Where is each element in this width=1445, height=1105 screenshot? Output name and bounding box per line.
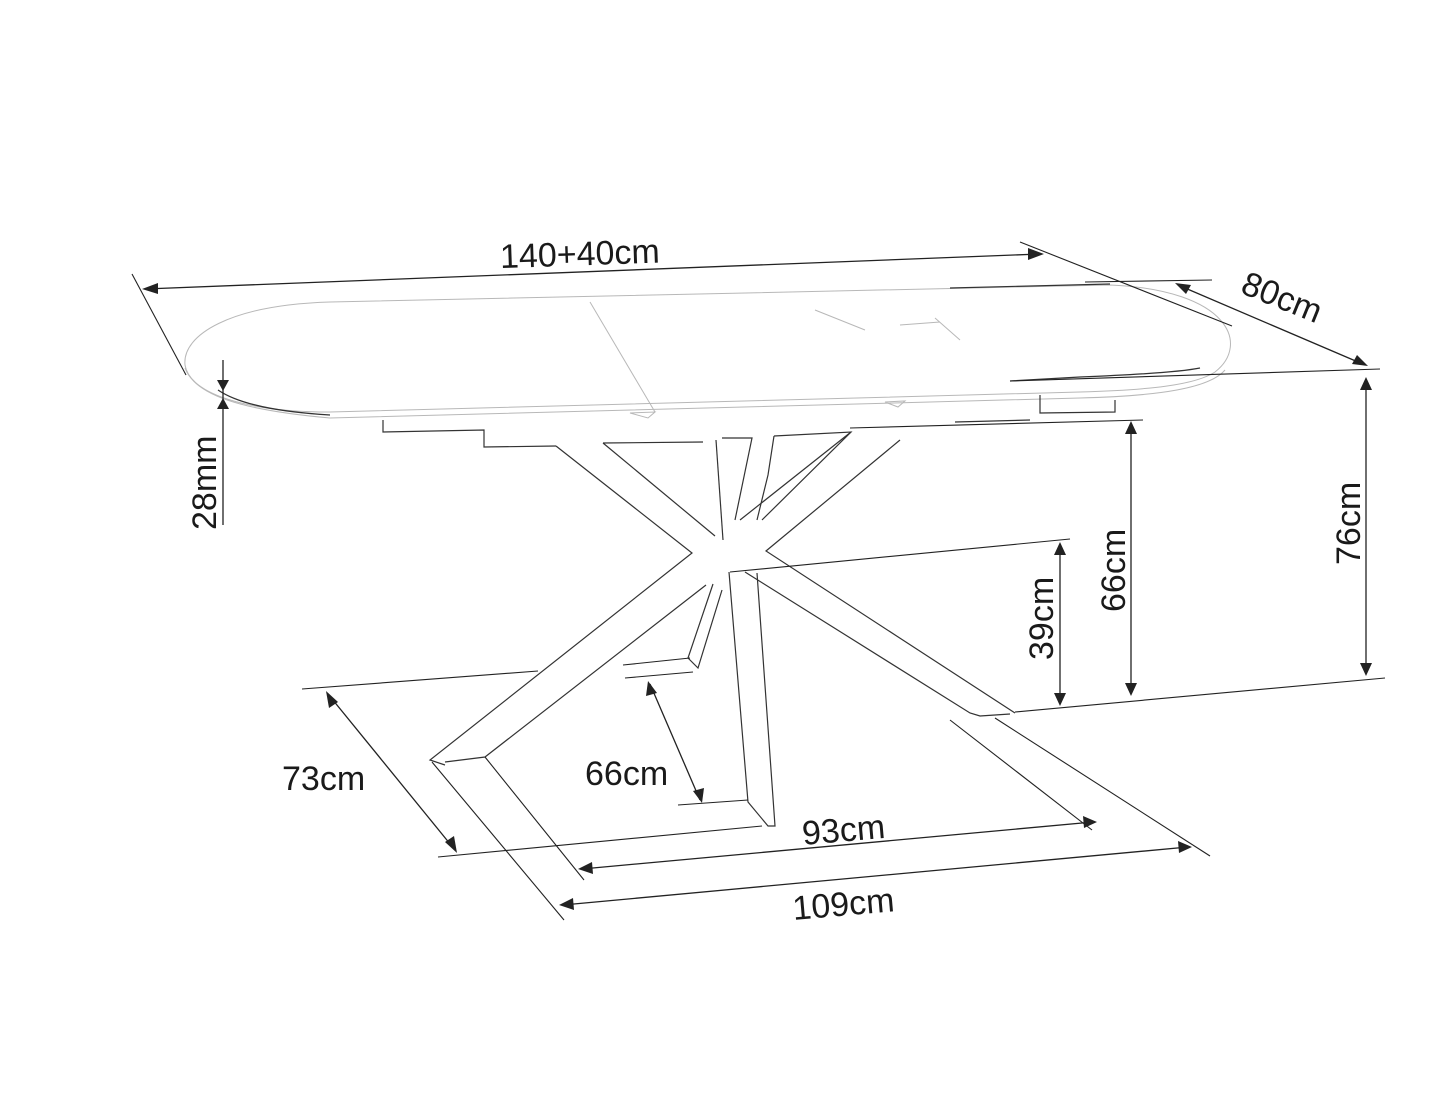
dimension-top-thickness: 28mm	[186, 360, 229, 530]
dimension-length: 140+40cm	[131, 233, 1233, 376]
clearance-label: 66cm	[1095, 529, 1133, 612]
table-apron	[382, 395, 1116, 448]
width-label: 80cm	[1236, 265, 1327, 331]
inner-leg-span-label: 66cm	[585, 755, 668, 793]
dimension-width: 80cm	[1009, 265, 1381, 382]
dimension-cross-height: 39cm	[729, 538, 1071, 706]
dimension-inner-leg-span: 66cm	[585, 657, 749, 806]
dimension-base-width-outer: 109cm	[431, 717, 1211, 928]
base-depth-label: 73cm	[282, 760, 365, 798]
cross-height-label: 39cm	[1023, 577, 1061, 660]
length-label: 140+40cm	[499, 233, 660, 277]
base-width-outer-label: 109cm	[791, 881, 896, 928]
table-top	[184, 283, 1231, 419]
dimension-clearance: 66cm	[849, 419, 1144, 696]
total-height-label: 76cm	[1330, 482, 1368, 565]
base-width-inner-label: 93cm	[800, 808, 886, 853]
dimension-base-depth: 73cm	[282, 670, 763, 858]
table-base-legs	[428, 431, 1016, 827]
dimension-base-width-inner: 93cm	[484, 719, 1097, 881]
top-thickness-label: 28mm	[186, 436, 224, 530]
dimension-total-height: 76cm	[1014, 377, 1386, 713]
